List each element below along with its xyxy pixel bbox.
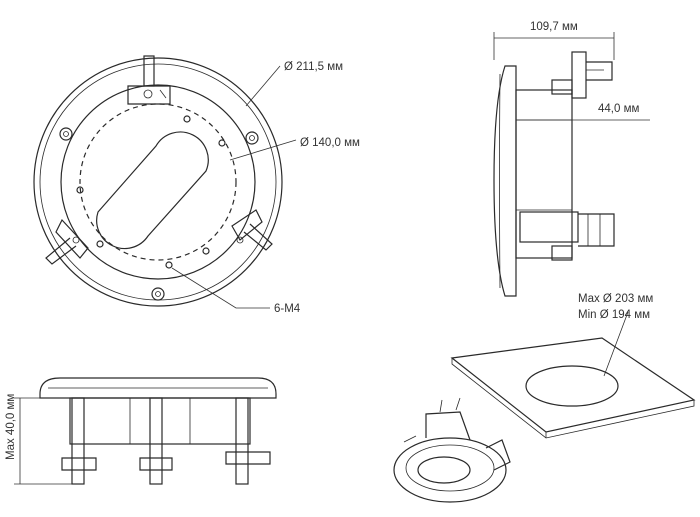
offset-label: 44,0 мм — [598, 103, 639, 115]
depth-dim-line — [493, 32, 615, 60]
lower-clamp — [519, 211, 615, 261]
outer-diameter-label: Ø 211,5 мм — [284, 61, 343, 73]
top-clamp — [127, 55, 171, 105]
top-view: Ø 211,5 мм Ø 140,0 мм 6-M4 — [33, 55, 360, 315]
install-bracket — [393, 397, 511, 503]
tile-cutout — [525, 365, 619, 407]
oblong-opening — [96, 131, 209, 250]
bottom-posts — [61, 397, 271, 485]
mounting-ring — [60, 84, 256, 280]
bottom-body — [69, 397, 251, 445]
outer-diameter-leader — [245, 65, 281, 107]
side-body — [515, 89, 573, 259]
screw-leader — [171, 267, 270, 309]
inner-dashed-circle — [79, 103, 237, 261]
ring-screw-holes — [59, 127, 259, 301]
inner-diameter-label: Ø 140,0 мм — [300, 137, 360, 149]
ceiling-tile — [450, 337, 696, 433]
left-clamp — [45, 218, 89, 265]
cutout-min-label: Min Ø 194 мм — [578, 309, 650, 321]
outer-ring-inner-edge — [39, 63, 277, 301]
side-view-bottom: Max 40,0 мм — [5, 377, 277, 485]
outer-ring — [33, 57, 283, 307]
height-dim-line — [14, 397, 72, 485]
upper-clamp — [551, 51, 613, 99]
m4-screw-holes — [76, 115, 226, 269]
right-clamp — [231, 209, 273, 251]
inner-diameter-leader — [229, 139, 297, 161]
side-view-right: 109,7 мм 44,0 мм — [493, 21, 650, 297]
cutout-max-label: Max Ø 203 мм — [578, 293, 653, 305]
height-label: Max 40,0 мм — [5, 394, 17, 460]
side-plate — [493, 65, 517, 297]
depth-label: 109,7 мм — [530, 21, 578, 33]
bottom-plate — [39, 377, 277, 399]
install-view: Max Ø 203 мм Min Ø 194 мм — [393, 293, 696, 503]
screw-label: 6-M4 — [274, 303, 301, 315]
